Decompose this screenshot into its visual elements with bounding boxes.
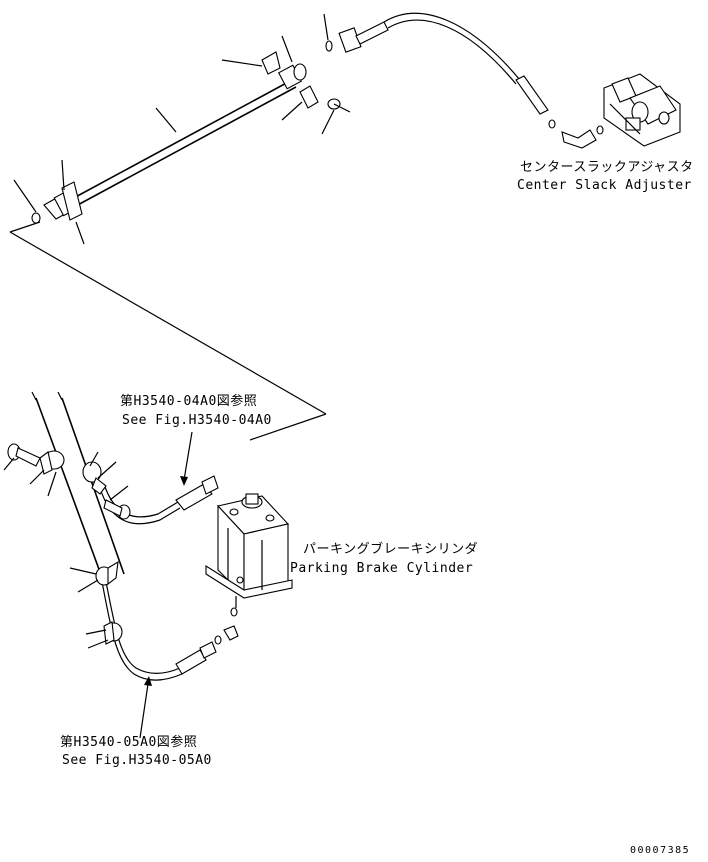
- lower-brake-pipes: [7, 397, 239, 681]
- hose-to-slack-adjuster: [383, 12, 604, 149]
- reference-04-label-en: See Fig.H3540-04A0: [122, 413, 272, 428]
- reference-05-label-jp: 第H3540-05A0図参照: [60, 735, 198, 750]
- continuation-lines: [9, 221, 327, 441]
- upper-leader-lines: [13, 13, 335, 245]
- drawing-number: 00007385: [630, 845, 691, 856]
- reference-05-label-en: See Fig.H3540-05A0: [62, 753, 212, 768]
- parking-brake-cylinder-label-en: Parking Brake Cylinder: [290, 561, 474, 576]
- center-slack-adjuster: [603, 73, 681, 147]
- center-slack-adjuster-label-en: Center Slack Adjuster: [517, 178, 692, 193]
- lower-leader-lines: [3, 391, 129, 649]
- reference-04-label-jp: 第H3540-04A0図参照: [120, 394, 258, 409]
- center-slack-adjuster-label-jp: センタースラックアジャスタ: [520, 160, 694, 175]
- parking-brake-cylinder: [205, 493, 293, 608]
- upper-brake-pipe: [31, 21, 389, 224]
- reference-arrows: [139, 431, 193, 739]
- parking-brake-cylinder-label-jp: パーキングブレーキシリンダ: [303, 542, 479, 557]
